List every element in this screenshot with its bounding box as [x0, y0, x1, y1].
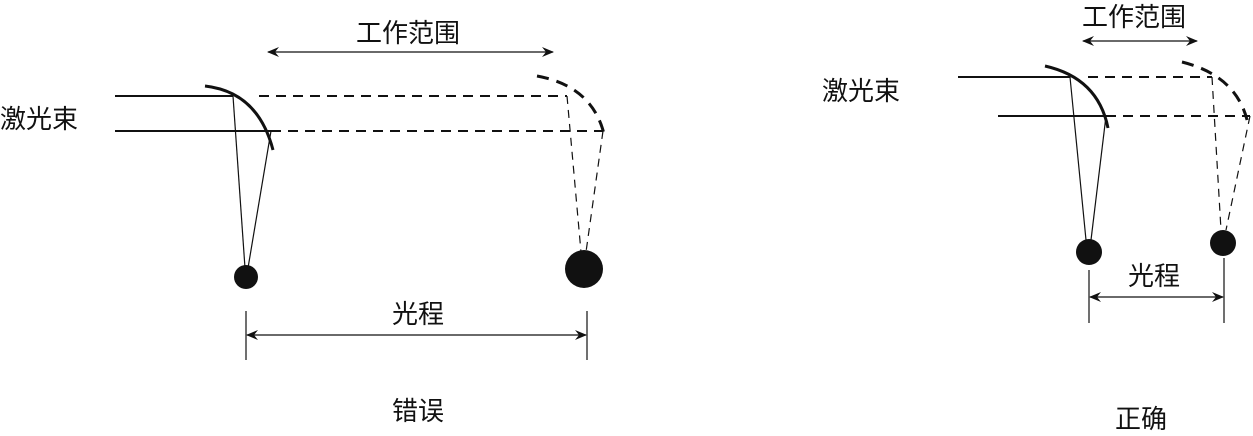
right-far-string-a [1211, 76, 1222, 231]
right-near-ball [1076, 239, 1102, 265]
right-laser-label: 激光束 [822, 77, 900, 107]
left-near-string-a [232, 95, 246, 269]
right-near-string-b [1090, 115, 1107, 241]
left-work-range-label: 工作范围 [356, 19, 460, 49]
left-caption: 错误 [392, 397, 444, 427]
left-laser-label: 激光束 [0, 105, 78, 135]
left-far-string-a [566, 95, 582, 253]
right-near-mirror-arc [1044, 64, 1110, 129]
right-panel-correct: 工作范围 激光束 光程 正确 [822, 3, 1251, 435]
right-far-ball [1210, 230, 1236, 256]
right-path-label: 光程 [1128, 262, 1180, 292]
right-near-string-a [1069, 76, 1087, 241]
right-work-range-label: 工作范围 [1082, 3, 1186, 33]
left-near-string-b [247, 130, 272, 269]
right-far-string-b [1225, 115, 1251, 231]
left-far-string-b [585, 130, 604, 253]
left-path-label: 光程 [392, 300, 444, 330]
left-far-ball [565, 250, 603, 288]
left-near-ball [234, 265, 258, 289]
right-caption: 正确 [1115, 405, 1167, 435]
right-far-mirror-arc [1181, 60, 1250, 125]
left-far-mirror-arc [536, 74, 606, 135]
left-panel-wrong: 工作范围 激光束 光程 错误 [0, 19, 606, 427]
